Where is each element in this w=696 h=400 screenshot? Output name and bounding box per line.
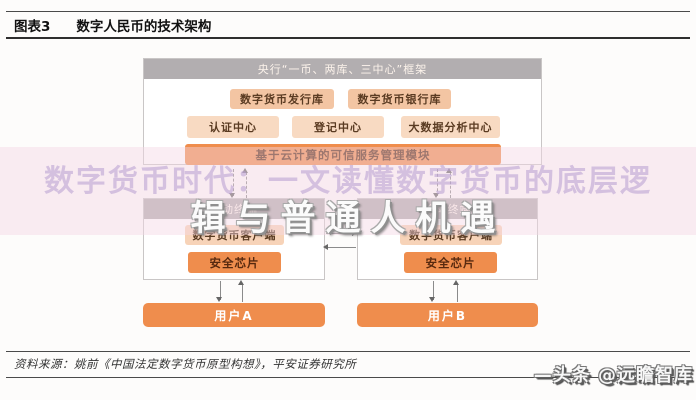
arrow-up-icon (453, 280, 459, 285)
bank-repository-box: 数字货币银行库 (348, 89, 451, 109)
terminal-header: 移动终端 (144, 199, 324, 219)
arrow-up-icon (446, 168, 452, 173)
terminal-b-down-line (433, 281, 434, 300)
header-bottom-rule (6, 37, 690, 39)
figure-label: 图表3 (14, 19, 51, 35)
currency-client-box: 数字货币客户端 (185, 225, 284, 245)
connector-right-up-line (450, 172, 451, 198)
mobile-terminal-panel-a: 移动终端 数字货币客户端 安全芯片 (143, 198, 325, 280)
source-citation: 资料来源：姚前《中国法定数字货币原型构想》，平安证券研究所 (14, 357, 357, 371)
page-title: 数字人民币的技术架构 (76, 19, 212, 35)
framework-box: 央行“一币、两库、三中心”框架 数字货币发行库 数字货币银行库 认证中心 登记中… (143, 58, 542, 165)
arrow-up-icon (238, 280, 244, 285)
registration-center-box: 登记中心 (292, 116, 384, 138)
user-b-bar: 用户B (357, 303, 538, 327)
arrow-right-icon (352, 230, 357, 236)
terminal-b-up-line (457, 284, 458, 302)
exchange-line-bottom (326, 247, 356, 248)
connector-right-down-line (437, 169, 438, 196)
connector-left-down-line (233, 169, 234, 196)
security-chip-box: 安全芯片 (188, 252, 281, 273)
arrow-down-icon (429, 297, 435, 302)
authentication-center-box: 认证中心 (187, 116, 279, 138)
security-chip-box: 安全芯片 (404, 252, 497, 273)
issuance-repository-box: 数字货币发行库 (230, 89, 334, 109)
currency-client-box: 数字货币客户端 (400, 225, 502, 245)
terminal-header: 移动终端 (358, 199, 537, 219)
arrow-down-icon (216, 297, 222, 302)
header-top-rule (6, 11, 690, 12)
connector-left-up-line (246, 172, 247, 198)
footer-top-rule (6, 351, 690, 352)
cloud-module-box: 基于云计算的可信服务管理模块 (185, 144, 501, 165)
figure-title: 图表3 数字人民币的技术架构 (14, 15, 211, 35)
arrow-down-icon (433, 193, 439, 198)
footer-bottom-rule (6, 377, 690, 378)
exchange-line-top (326, 233, 356, 234)
bigdata-center-box: 大数据分析中心 (401, 116, 500, 138)
arrow-down-icon (229, 193, 235, 198)
toutiao-yuanzhan-logo: —头条 @远瞻智库 (533, 365, 693, 386)
terminal-a-down-line (220, 281, 221, 300)
framework-header: 央行“一币、两库、三中心”框架 (144, 59, 541, 79)
user-a-bar: 用户A (143, 303, 325, 327)
arrow-up-icon (242, 168, 248, 173)
terminal-a-up-line (242, 284, 243, 302)
mobile-terminal-panel-b: 移动终端 数字货币客户端 安全芯片 (357, 198, 538, 280)
arrow-left-icon (323, 244, 328, 250)
